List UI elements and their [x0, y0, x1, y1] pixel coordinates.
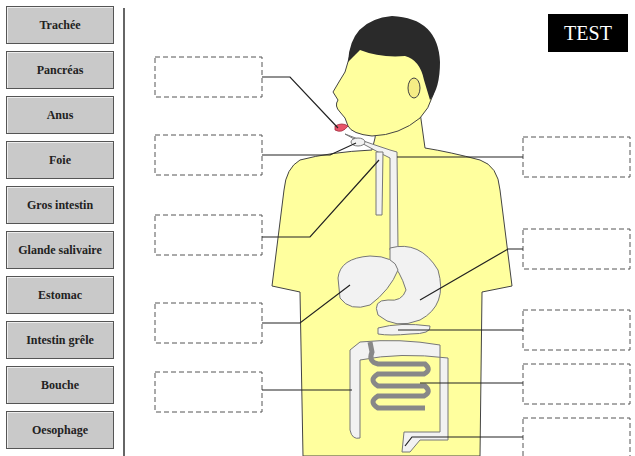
term-button: Trachée — [6, 6, 114, 44]
answer-box — [523, 229, 630, 269]
leader-line — [397, 156, 523, 157]
term-label: Foie — [49, 153, 71, 167]
answer-box — [523, 364, 630, 404]
body-silhouette — [272, 112, 512, 456]
answer-box — [523, 418, 630, 456]
answer-box — [155, 215, 262, 255]
leader-line — [262, 160, 379, 237]
leader-line — [420, 249, 523, 300]
term-label: Oesophage — [32, 423, 88, 437]
answer-box — [155, 372, 262, 412]
term-label: Glande salivaire — [18, 243, 101, 257]
answer-box — [155, 57, 262, 97]
leader-line — [420, 382, 523, 383]
large-intestine — [350, 341, 448, 452]
leader-line — [262, 285, 350, 323]
term-label: Intestin grêle — [26, 333, 94, 347]
divider-line — [123, 8, 125, 456]
hair — [348, 16, 440, 100]
leader-line — [262, 389, 352, 390]
leader-line — [405, 437, 523, 446]
leader-line — [262, 77, 338, 128]
term-label: Bouche — [41, 378, 79, 392]
term-label: Anus — [47, 108, 74, 122]
term-button: Intestin grêle — [6, 321, 114, 359]
badge-label: TEST — [564, 22, 612, 45]
term-button: Estomac — [6, 276, 114, 314]
ear — [408, 78, 420, 98]
answer-box — [523, 137, 630, 177]
answer-boxes — [155, 57, 630, 456]
term-button: Foie — [6, 141, 114, 179]
term-button: Glande salivaire — [6, 231, 114, 269]
term-button: Pancréas — [6, 51, 114, 89]
leader-lines — [262, 77, 523, 446]
test-badge: TEST — [548, 14, 628, 52]
answer-box — [155, 135, 262, 175]
small-intestine — [370, 342, 428, 408]
liver — [338, 256, 398, 307]
term-button: Gros intestin — [6, 186, 114, 224]
term-label: Gros intestin — [27, 198, 93, 212]
term-button: Anus — [6, 96, 114, 134]
leader-line — [262, 143, 356, 155]
leader-line — [398, 329, 523, 330]
term-label: Trachée — [39, 18, 80, 32]
answer-box — [155, 303, 262, 343]
term-label: Pancréas — [37, 63, 84, 77]
term-button: Bouche — [6, 366, 114, 404]
answer-box — [523, 310, 630, 350]
term-button: Oesophage — [6, 411, 114, 449]
term-label: Estomac — [38, 288, 82, 302]
oesophagus — [345, 134, 398, 250]
